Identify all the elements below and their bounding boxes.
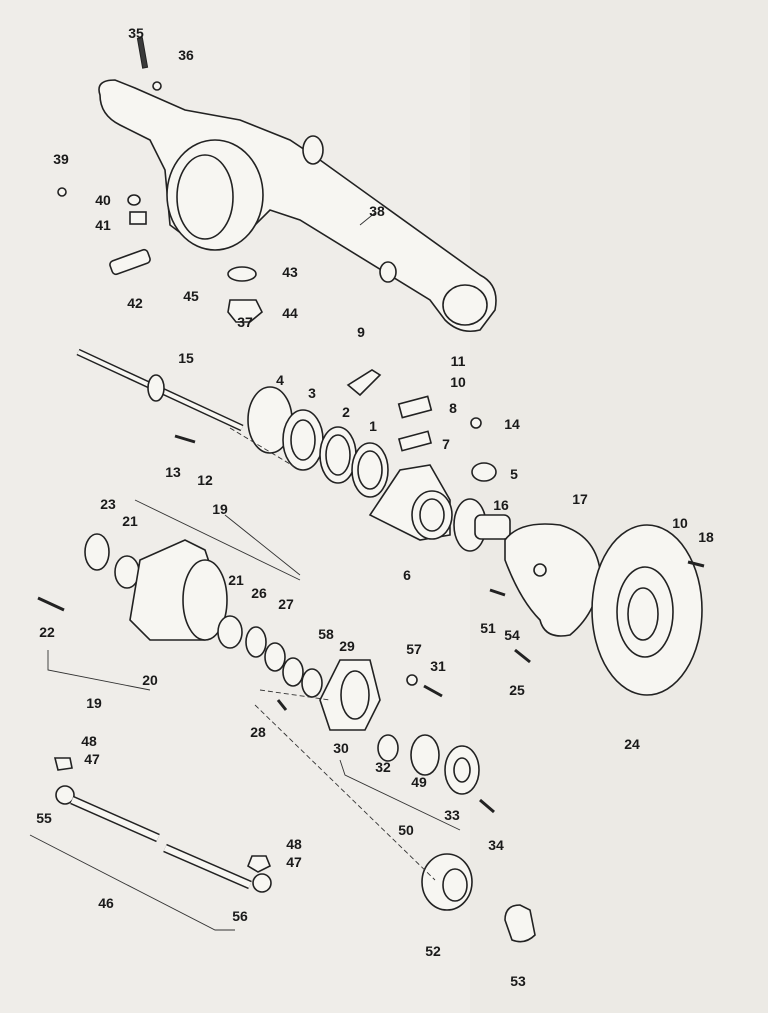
brake-disc: [591, 524, 703, 696]
callout-23: 23: [100, 496, 116, 512]
callout-2: 2: [342, 404, 350, 420]
callout-48: 48: [81, 733, 97, 749]
callout-48: 48: [286, 836, 302, 852]
callout-12: 12: [197, 472, 213, 488]
tie-rod: [53, 757, 272, 893]
callout-57: 57: [406, 641, 422, 657]
callout-17: 17: [572, 491, 588, 507]
steering-knuckle: [346, 369, 497, 541]
callout-15: 15: [178, 350, 194, 366]
callout-11: 11: [450, 353, 466, 369]
bolts: [37, 434, 705, 814]
seals-and-gaskets: [247, 386, 389, 498]
callout-49: 49: [411, 774, 427, 790]
callout-27: 27: [278, 596, 294, 612]
callout-5: 5: [510, 466, 518, 482]
axle-housing: [98, 79, 497, 333]
callout-53: 53: [510, 973, 526, 989]
callout-32: 32: [375, 759, 391, 775]
callout-24: 24: [624, 736, 640, 752]
callout-22: 22: [39, 624, 55, 640]
axle-shaft: [76, 348, 244, 432]
callout-47: 47: [286, 854, 302, 870]
callout-20: 20: [142, 672, 158, 688]
callout-39: 39: [53, 151, 69, 167]
callout-9: 9: [357, 324, 365, 340]
callout-29: 29: [339, 638, 355, 654]
callout-3: 3: [308, 385, 316, 401]
callout-50: 50: [398, 822, 414, 838]
callout-34: 34: [488, 837, 504, 853]
callout-26: 26: [251, 585, 267, 601]
callout-40: 40: [95, 192, 111, 208]
callout-54: 54: [504, 627, 520, 643]
callout-56: 56: [232, 908, 248, 924]
pinion-parts: [57, 37, 263, 323]
callout-19: 19: [212, 501, 228, 517]
free-wheel-hub: [319, 659, 480, 795]
callout-51: 51: [480, 620, 496, 636]
callout-18: 18: [698, 529, 714, 545]
callout-41: 41: [95, 217, 111, 233]
callout-16: 16: [493, 497, 509, 513]
callout-38: 38: [369, 203, 385, 219]
callout-31: 31: [430, 658, 446, 674]
callout-14: 14: [504, 416, 520, 432]
callout-42: 42: [127, 295, 143, 311]
callout-55: 55: [36, 810, 52, 826]
callout-46: 46: [98, 895, 114, 911]
wheel-hub: [84, 533, 323, 698]
callout-19: 19: [86, 695, 102, 711]
callout-35: 35: [128, 25, 144, 41]
callout-25: 25: [509, 682, 525, 698]
callout-28: 28: [250, 724, 266, 740]
callout-4: 4: [276, 372, 284, 388]
callout-21: 21: [228, 572, 244, 588]
callout-43: 43: [282, 264, 298, 280]
hub-caps: [421, 853, 536, 943]
callout-58: 58: [318, 626, 334, 642]
callout-44: 44: [282, 305, 298, 321]
callout-21: 21: [122, 513, 138, 529]
callout-10: 10: [672, 515, 688, 531]
callout-7: 7: [442, 436, 450, 452]
spindle-and-backing-plate: [453, 498, 601, 637]
callout-52: 52: [425, 943, 441, 959]
callout-6: 6: [403, 567, 411, 583]
callout-37: 37: [237, 314, 253, 330]
leader-lines: [29, 211, 461, 931]
callout-13: 13: [165, 464, 181, 480]
callout-33: 33: [444, 807, 460, 823]
callout-45: 45: [183, 288, 199, 304]
callout-47: 47: [84, 751, 100, 767]
callout-30: 30: [333, 740, 349, 756]
callout-10: 10: [450, 374, 466, 390]
callout-8: 8: [449, 400, 457, 416]
callout-1: 1: [369, 418, 377, 434]
callout-36: 36: [178, 47, 194, 63]
